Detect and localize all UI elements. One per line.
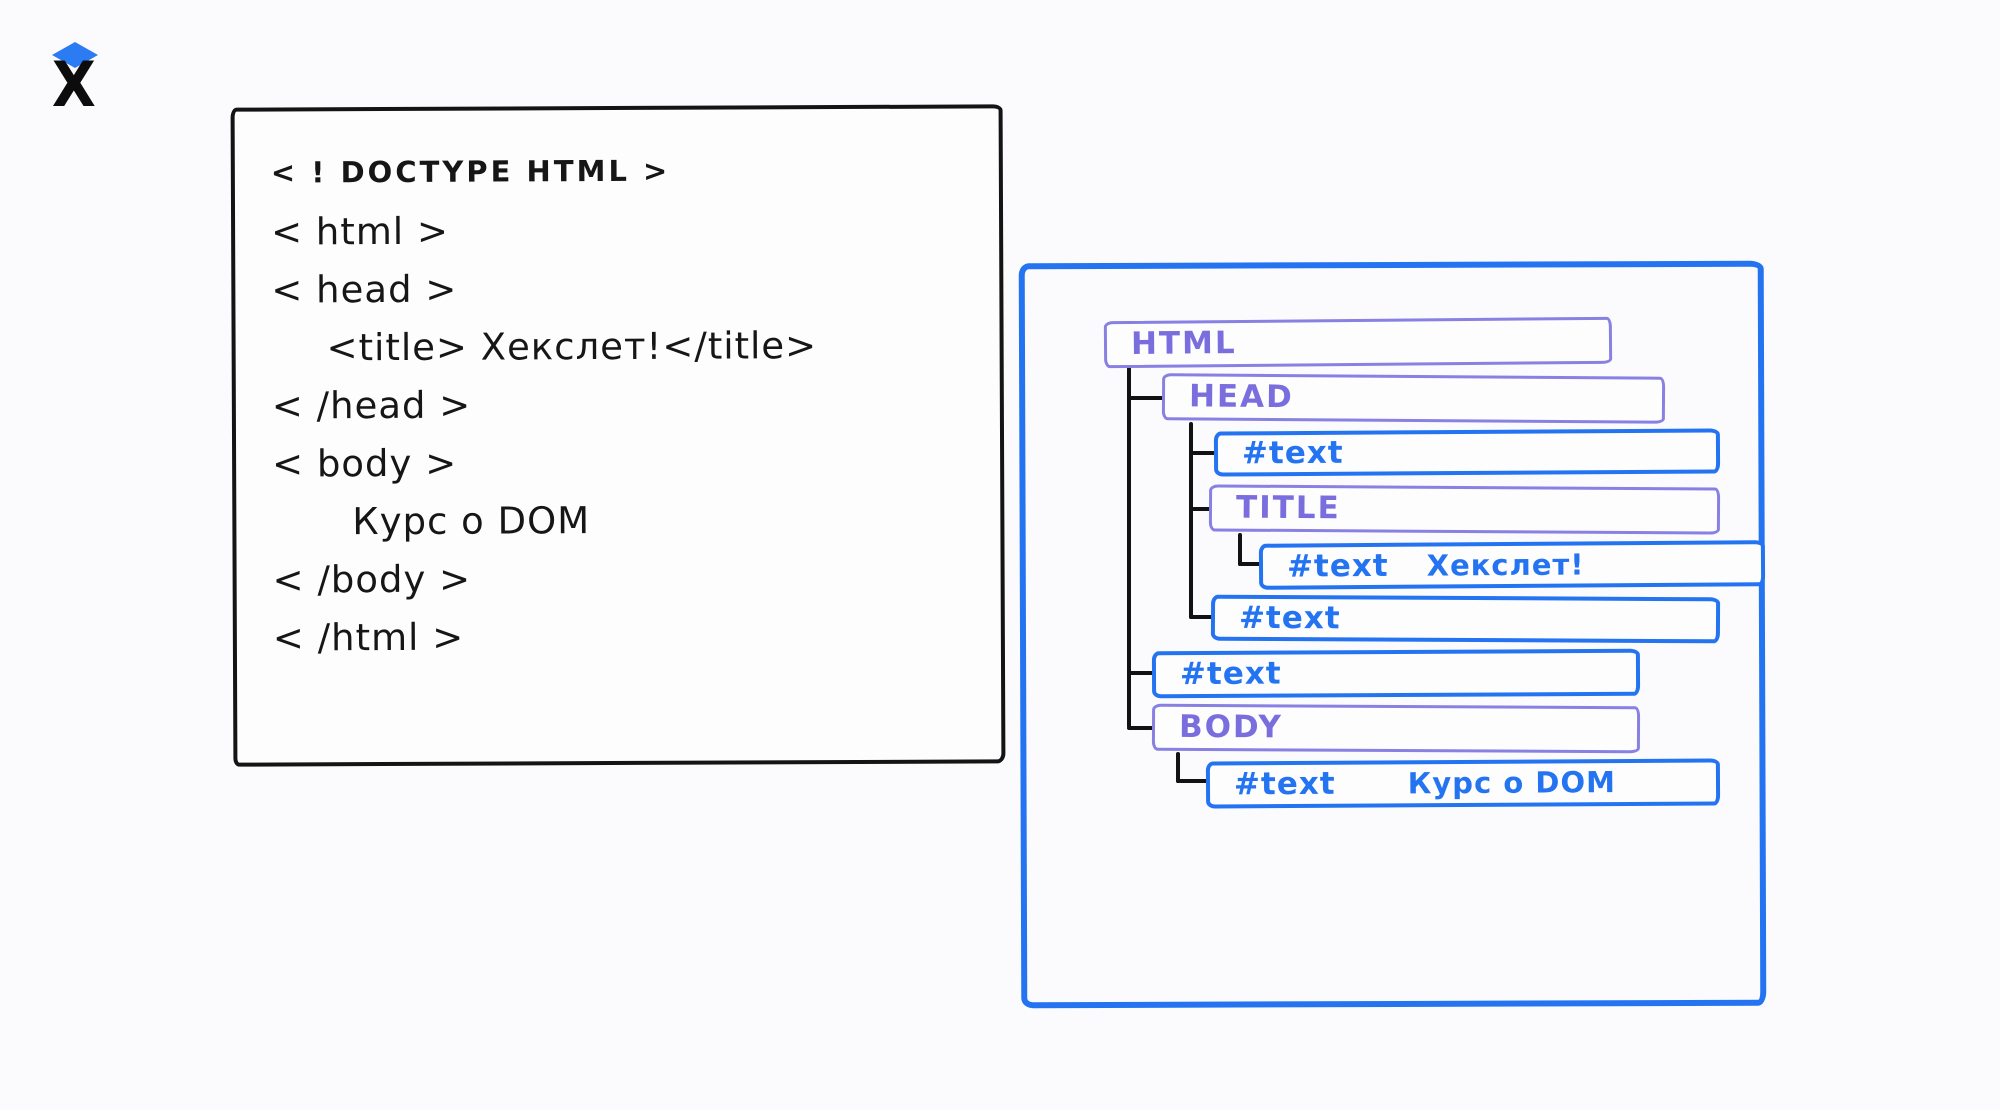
node-label: #text: [1233, 765, 1336, 803]
code-line-html-open: < html >: [271, 209, 450, 254]
tree-node-html-text: #text: [1151, 648, 1641, 699]
hexlet-logo: X: [50, 40, 110, 120]
code-line-body-open: < body >: [272, 441, 458, 486]
tree-connector: [1127, 671, 1154, 675]
node-label: HTML: [1130, 325, 1237, 362]
tree-node-title: TITLE: [1208, 484, 1721, 535]
node-label: #text: [1286, 547, 1389, 585]
node-label: #text: [1238, 599, 1341, 636]
logo-x-letter: X: [51, 48, 96, 121]
code-line-body-text: Курс о DOM: [352, 499, 591, 544]
tree-connector: [1189, 615, 1213, 619]
tree-connector: [1238, 533, 1242, 566]
tree-node-head: HEAD: [1161, 373, 1666, 424]
tree-node-body: BODY: [1151, 703, 1641, 754]
logo-diamond-icon: [52, 42, 98, 68]
code-line-html-close: < /html >: [272, 615, 465, 660]
tree-connector: [1189, 507, 1211, 511]
tree-connector: [1189, 451, 1216, 455]
code-line-body-close: < /body >: [272, 557, 472, 602]
code-line-title: <title> Хекслет!</title>: [326, 324, 818, 370]
code-line-head-close: < /head >: [271, 383, 472, 428]
tree-node-body-text: #text Курс о DOM: [1205, 758, 1721, 809]
tree-node-head-text-2: #text: [1210, 594, 1721, 644]
tree-connector: [1127, 396, 1164, 400]
node-label: BODY: [1178, 708, 1284, 746]
tree-connector: [1238, 562, 1261, 566]
tree-connector: [1127, 726, 1154, 730]
node-label: HEAD: [1188, 378, 1294, 416]
tree-connector: [1176, 779, 1208, 783]
node-label: #text: [1241, 434, 1344, 472]
html-source-panel: < ! DOCTYPE HTML > < html > < head > <ti…: [230, 104, 1006, 767]
node-label: #text: [1179, 655, 1282, 693]
tree-connector: [1189, 422, 1193, 619]
code-line-head-open: < head >: [271, 267, 458, 312]
code-line-doctype: < ! DOCTYPE HTML >: [270, 153, 671, 190]
tree-connector: [1127, 366, 1131, 728]
tree-node-html: HTML: [1103, 316, 1613, 369]
tree-connector: [1176, 752, 1180, 783]
node-label: TITLE: [1235, 489, 1341, 527]
tree-node-title-text: #text Хекслет!: [1258, 540, 1766, 590]
tree-node-head-text: #text: [1213, 428, 1721, 477]
node-text-value: Курс о DOM: [1407, 765, 1617, 801]
node-text-value: Хекслет!: [1426, 546, 1585, 583]
